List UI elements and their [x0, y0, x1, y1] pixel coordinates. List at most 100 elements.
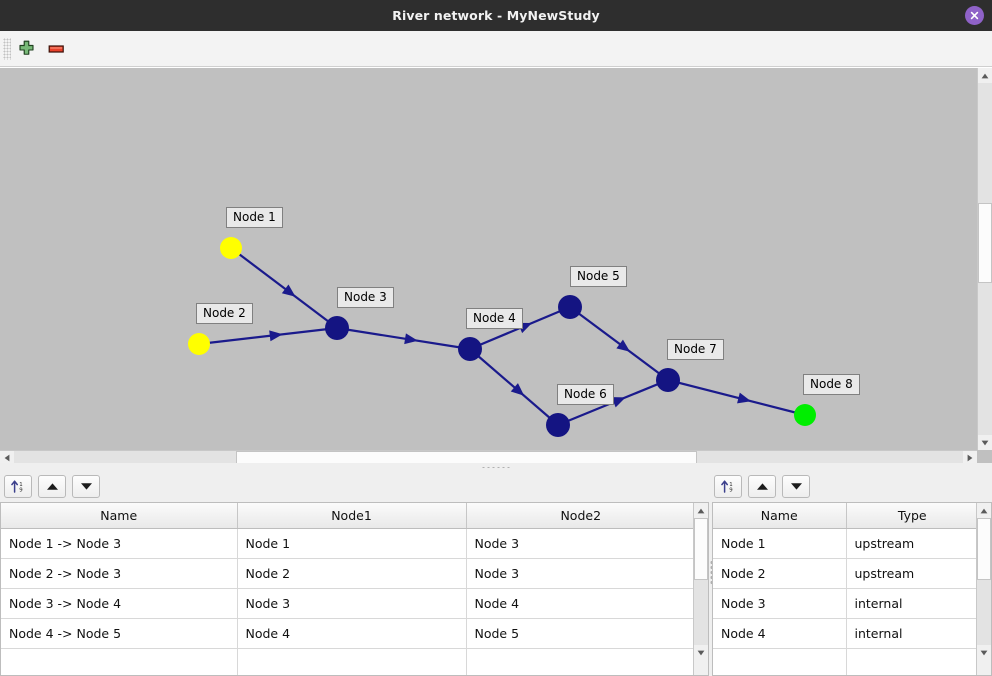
toolbar-grip[interactable] — [3, 37, 11, 60]
table-cell-node1[interactable]: Node 1 — [237, 528, 467, 559]
column-header-node2[interactable]: Node2 — [466, 503, 695, 529]
table-cell-type[interactable]: upstream — [846, 528, 978, 559]
graph-node-node-4[interactable] — [458, 337, 482, 361]
table-cell-node1[interactable]: Node 2 — [237, 558, 467, 589]
node-label-node-6[interactable]: Node 6 — [557, 384, 614, 405]
edge-5[interactable] — [469, 348, 559, 426]
node-label-node-3[interactable]: Node 3 — [337, 287, 394, 308]
graph-node-node-8[interactable] — [794, 404, 816, 426]
graph-v-track-upper[interactable] — [978, 83, 992, 203]
edge-2[interactable] — [198, 326, 338, 346]
arrow-down-icon[interactable] — [782, 474, 810, 498]
graph-horizontal-scrollbar[interactable] — [0, 450, 977, 464]
table-cell-name[interactable]: Node 4 -> Node 5 — [1, 618, 238, 649]
graph-node-node-5[interactable] — [558, 295, 582, 319]
node-label-node-1[interactable]: Node 1 — [226, 207, 283, 228]
table-cell-empty[interactable] — [713, 648, 847, 675]
table-cell-empty[interactable] — [846, 648, 978, 675]
reaches-scroll-down-arrow[interactable] — [694, 645, 708, 660]
graph-node-node-7[interactable] — [656, 368, 680, 392]
column-header-node1[interactable]: Node1 — [237, 503, 467, 529]
table-cell-name[interactable]: Node 4 — [713, 618, 847, 649]
table-cell-empty[interactable] — [1, 648, 238, 675]
table-row-partial[interactable] — [1, 648, 695, 675]
graph-v-track-lower[interactable] — [978, 283, 992, 435]
sort-ascending-icon[interactable]: 1 9 — [714, 474, 742, 498]
column-header-type[interactable]: Type — [846, 503, 978, 529]
node-label-node-7[interactable]: Node 7 — [667, 339, 724, 360]
add-node-button[interactable] — [11, 34, 41, 64]
edge-3[interactable] — [336, 326, 471, 351]
table-cell-node2[interactable]: Node 4 — [466, 588, 695, 619]
graph-h-track-right[interactable] — [697, 451, 963, 464]
vertical-splitter[interactable] — [709, 502, 713, 642]
edge-1[interactable] — [230, 247, 338, 329]
graph-vertical-scrollbar[interactable] — [977, 68, 992, 450]
close-icon[interactable] — [965, 6, 984, 25]
table-cell-type[interactable]: internal — [846, 618, 978, 649]
arrow-down-icon[interactable] — [72, 474, 100, 498]
table-cell-node1[interactable]: Node 4 — [237, 618, 467, 649]
graph-node-node-1[interactable] — [220, 237, 242, 259]
arrow-up-icon[interactable] — [38, 474, 66, 498]
table-cell-node2[interactable]: Node 3 — [466, 558, 695, 589]
table-cell-type[interactable]: upstream — [846, 558, 978, 589]
node-label-node-8[interactable]: Node 8 — [803, 374, 860, 395]
nodes-scroll-up-arrow[interactable] — [977, 503, 991, 518]
column-header-name[interactable]: Name — [713, 503, 847, 529]
edge-8[interactable] — [667, 378, 806, 417]
nodes-scroll-down-arrow[interactable] — [977, 645, 991, 660]
table-cell-name[interactable]: Node 1 -> Node 3 — [1, 528, 238, 559]
table-cell-name[interactable]: Node 3 — [713, 588, 847, 619]
horizontal-splitter[interactable] — [0, 463, 992, 472]
network-graph-panel[interactable]: Node 1 Node 2 Node 3 Node 4 Node 5 Node 6 Node… — [0, 67, 992, 464]
table-cell-node2[interactable]: Node 5 — [466, 618, 695, 649]
table-row-partial[interactable] — [713, 648, 978, 675]
node-label-node-4[interactable]: Node 4 — [466, 308, 523, 329]
reaches-vertical-scrollbar[interactable] — [693, 503, 708, 675]
table-cell-empty[interactable] — [237, 648, 467, 675]
edge-6[interactable] — [569, 306, 669, 381]
graph-node-node-6[interactable] — [546, 413, 570, 437]
arrow-up-icon[interactable] — [748, 474, 776, 498]
reaches-v-track-lower[interactable] — [694, 580, 708, 645]
graph-v-scroll-thumb[interactable] — [978, 203, 992, 283]
table-cell-name[interactable]: Node 2 -> Node 3 — [1, 558, 238, 589]
graph-node-node-2[interactable] — [188, 333, 210, 355]
table-cell-name[interactable]: Node 2 — [713, 558, 847, 589]
reaches-v-scroll-thumb[interactable] — [694, 518, 708, 580]
table-cell-name[interactable]: Node 1 — [713, 528, 847, 559]
reaches-scroll-up-arrow[interactable] — [694, 503, 708, 518]
nodes-vertical-scrollbar[interactable] — [976, 503, 991, 675]
table-cell-node2[interactable]: Node 3 — [466, 528, 695, 559]
graph-scroll-up-arrow[interactable] — [978, 68, 992, 83]
nodes-v-track-lower[interactable] — [977, 580, 991, 645]
graph-node-node-3[interactable] — [325, 316, 349, 340]
node-label-node-5[interactable]: Node 5 — [570, 266, 627, 287]
nodes-v-scroll-thumb[interactable] — [977, 518, 991, 580]
table-cell-type[interactable]: internal — [846, 588, 978, 619]
graph-scroll-left-arrow[interactable] — [0, 451, 14, 464]
node-label-node-2[interactable]: Node 2 — [196, 303, 253, 324]
table-cell-name[interactable]: Node 3 -> Node 4 — [1, 588, 238, 619]
sort-ascending-icon[interactable]: 1 9 — [4, 474, 32, 498]
graph-scroll-right-arrow[interactable] — [963, 451, 977, 464]
graph-scroll-down-arrow[interactable] — [978, 435, 992, 450]
network-graph-canvas[interactable]: Node 1 Node 2 Node 3 Node 4 Node 5 Node 6 Node… — [0, 68, 977, 450]
table-cell-empty[interactable] — [466, 648, 695, 675]
remove-node-button[interactable] — [41, 34, 71, 64]
